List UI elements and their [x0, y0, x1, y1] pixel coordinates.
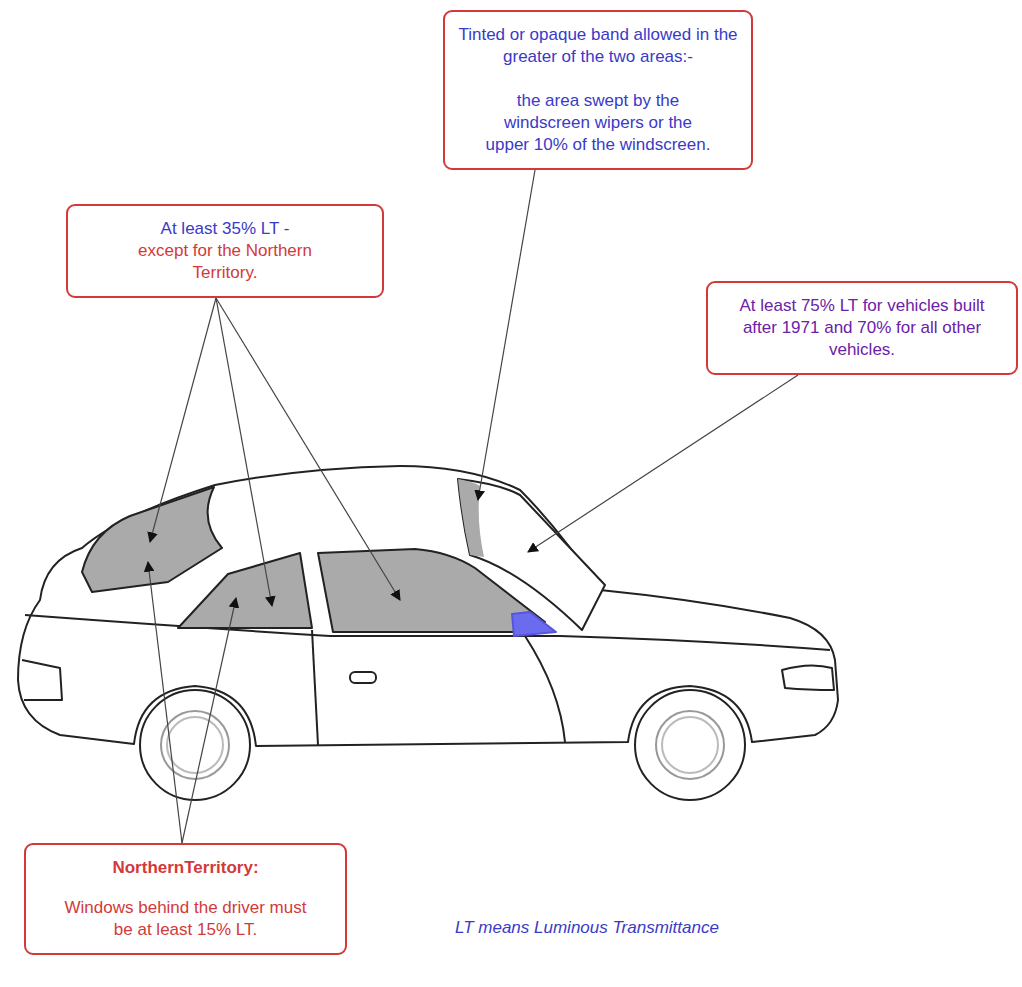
leader-line [528, 375, 798, 552]
door-line [525, 636, 565, 742]
car-body [18, 466, 838, 800]
callout-heading: At least 75% LT for vehicles built after… [718, 295, 1006, 361]
front-rim [656, 711, 724, 779]
side-mirror [512, 612, 556, 636]
callout-heading: At least 35% LT - [78, 218, 372, 240]
callout-text: except for the Northern Territory. [78, 240, 372, 284]
note-text: LT means Luminous Transmittance [455, 918, 719, 938]
callout-box: Tinted or opaque band allowed in the gre… [443, 10, 753, 170]
leader-line [148, 562, 182, 843]
rear-rim [167, 717, 223, 773]
callout-box: At least 75% LT for vehicles built after… [706, 281, 1018, 375]
rear-side-window [178, 553, 312, 628]
callout-box: At least 35% LT -except for the Northern… [66, 204, 384, 298]
door-handle [350, 672, 376, 683]
callout-box: NorthernTerritory: Windows behind the dri… [24, 843, 347, 955]
front-rim [662, 717, 718, 773]
rear-rim [161, 711, 229, 779]
head-light [782, 665, 834, 690]
tail-light [22, 660, 62, 700]
leader-line [182, 598, 236, 843]
leader-line [216, 298, 400, 600]
callout-heading: NorthernTerritory: [36, 857, 335, 879]
callout-text: the area swept by the windscreen wipers … [455, 90, 741, 156]
rear-window [82, 487, 222, 592]
leader-line [478, 170, 535, 500]
callout-text: Windows behind the driver must be at lea… [36, 897, 335, 941]
callout-heading: Tinted or opaque band allowed in the gre… [455, 24, 741, 68]
door-line [312, 630, 318, 745]
windscreen [458, 479, 605, 630]
leader-line [150, 298, 216, 542]
front-wheel [635, 690, 745, 800]
